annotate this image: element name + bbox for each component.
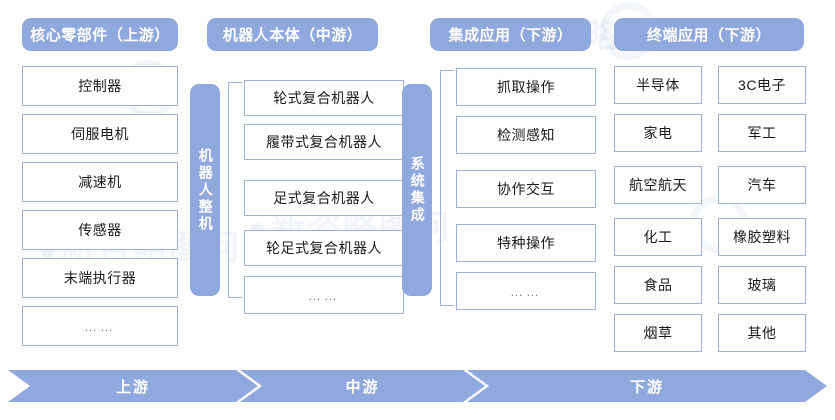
node-upstream-1[interactable]: 控制器 xyxy=(22,66,178,106)
node-terminal-b-1[interactable]: 3C电子 xyxy=(718,66,806,104)
node-upstream-3[interactable]: 减速机 xyxy=(22,162,178,202)
node-integration-5-ellipsis[interactable]: …… xyxy=(456,272,596,310)
flow-arrow-midstream[interactable]: 中游 xyxy=(240,370,485,402)
node-terminal-a-4[interactable]: 化工 xyxy=(614,218,702,256)
node-integration-1[interactable]: 抓取操作 xyxy=(456,68,596,106)
node-upstream-6-ellipsis[interactable]: …… xyxy=(22,306,178,346)
node-terminal-a-3[interactable]: 航空航天 xyxy=(614,166,702,204)
column-header-integration: 集成应用（下游） xyxy=(430,18,591,51)
node-midstream-4[interactable]: 轮足式复合机器人 xyxy=(244,230,404,266)
node-terminal-b-2[interactable]: 军工 xyxy=(718,114,806,152)
node-integration-3[interactable]: 协作交互 xyxy=(456,170,596,208)
column-header-upstream: 核心零部件（上游） xyxy=(22,18,178,51)
node-terminal-a-1[interactable]: 半导体 xyxy=(614,66,702,104)
node-midstream-1[interactable]: 轮式复合机器人 xyxy=(244,80,404,116)
node-terminal-a-5[interactable]: 食品 xyxy=(614,266,702,304)
node-terminal-b-4[interactable]: 橡胶塑料 xyxy=(718,218,806,256)
node-midstream-5-ellipsis[interactable]: …… xyxy=(244,276,404,314)
flow-arrow-upstream[interactable]: 上游 xyxy=(8,370,258,402)
node-terminal-b-5[interactable]: 玻璃 xyxy=(718,266,806,304)
node-terminal-a-2[interactable]: 家电 xyxy=(614,114,702,152)
node-integration-4[interactable]: 特种操作 xyxy=(456,224,596,262)
bracket-connector-integration xyxy=(440,70,454,306)
vertical-label-system-integration: 系统集成 xyxy=(402,84,432,296)
node-midstream-2[interactable]: 履带式复合机器人 xyxy=(244,124,404,160)
node-upstream-2[interactable]: 伺服电机 xyxy=(22,114,178,154)
flow-arrow-downstream[interactable]: 下游 xyxy=(467,370,827,402)
node-upstream-5[interactable]: 末端执行器 xyxy=(22,258,178,298)
node-terminal-b-3[interactable]: 汽车 xyxy=(718,166,806,204)
column-header-midstream: 机器人本体（中游） xyxy=(207,18,378,51)
node-terminal-b-6[interactable]: 其他 xyxy=(718,314,806,352)
node-integration-2[interactable]: 检测感知 xyxy=(456,116,596,154)
vertical-label-robot-whole-machine: 机器人整机 xyxy=(190,84,220,296)
node-terminal-a-6[interactable]: 烟草 xyxy=(614,314,702,352)
node-upstream-4[interactable]: 传感器 xyxy=(22,210,178,250)
node-midstream-3[interactable]: 足式复合机器人 xyxy=(244,180,404,216)
bracket-connector-midstream xyxy=(228,82,242,298)
column-header-terminal: 终端应用（下游） xyxy=(614,18,804,51)
